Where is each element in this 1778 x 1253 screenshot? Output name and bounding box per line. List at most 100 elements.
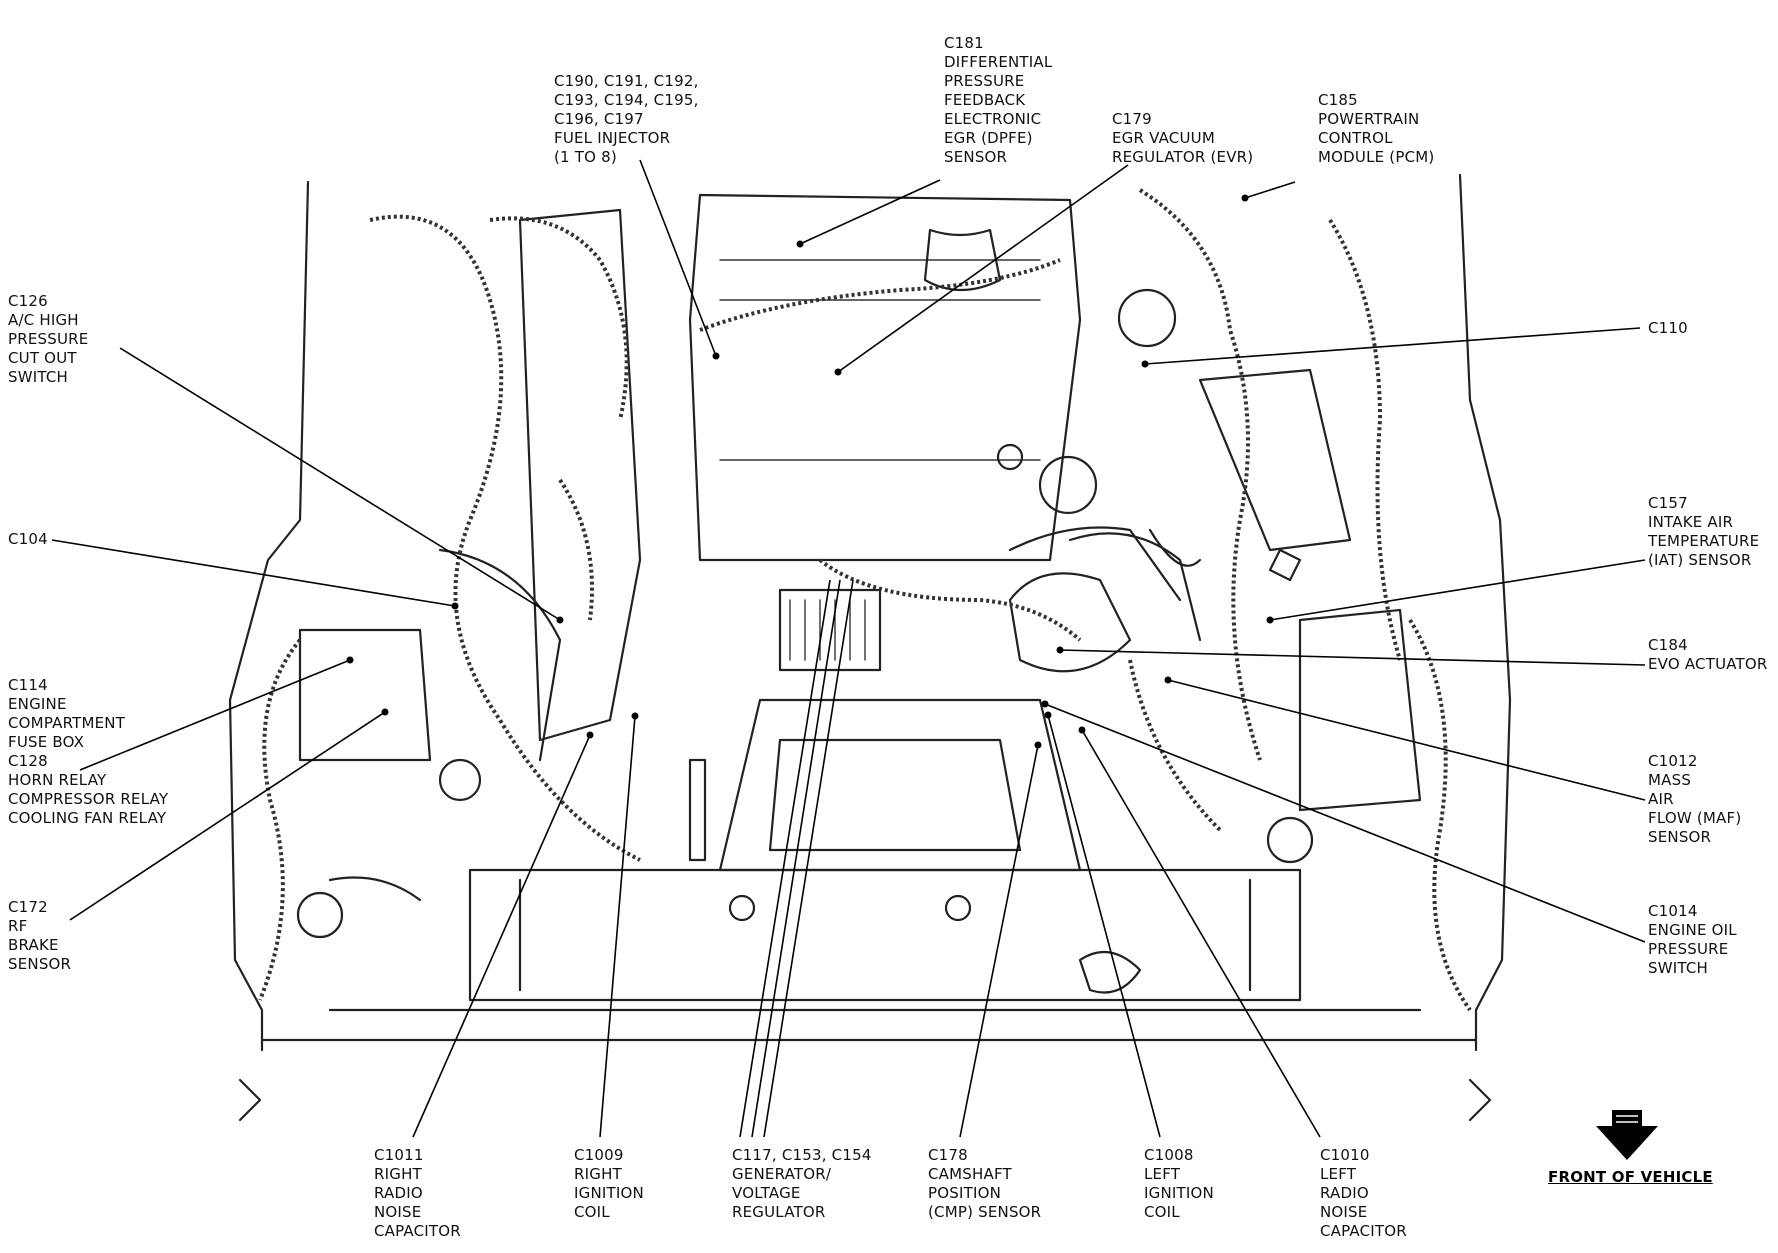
label-line: C157: [1648, 494, 1688, 512]
label-line: REGULATOR (EVR): [1112, 148, 1254, 166]
label-line: C126: [8, 292, 48, 310]
label-line: RADIO: [374, 1184, 423, 1202]
label-line: NOISE: [1320, 1203, 1368, 1221]
label-line: COMPARTMENT: [8, 714, 126, 732]
label-line: FUSE BOX: [8, 733, 85, 751]
label-line: ELECTRONIC: [944, 110, 1042, 128]
label-line: FLOW (MAF): [1648, 809, 1742, 827]
label-line: NOISE: [374, 1203, 422, 1221]
front-arrow-icon: [1596, 1110, 1658, 1160]
label-line: CAMSHAFT: [928, 1165, 1012, 1183]
label-line: POWERTRAIN: [1318, 110, 1420, 128]
label-line: (IAT) SENSOR: [1648, 551, 1752, 569]
label-line: SENSOR: [944, 148, 1008, 166]
label-line: FEEDBACK: [944, 91, 1026, 109]
label-line: C178: [928, 1146, 968, 1164]
label-line: C181: [944, 34, 984, 52]
label-line: EGR (DPFE): [944, 129, 1033, 147]
label-line: RIGHT: [374, 1165, 422, 1183]
label-line: C1012: [1648, 752, 1698, 770]
label-line: RADIO: [1320, 1184, 1369, 1202]
label-line: FUEL INJECTOR: [554, 129, 671, 147]
label-line: C1014: [1648, 902, 1698, 920]
label-line: CAPACITOR: [374, 1222, 461, 1240]
label-line: DIFFERENTIAL: [944, 53, 1053, 71]
label-line: TEMPERATURE: [1648, 532, 1760, 550]
label-line: C1011: [374, 1146, 424, 1164]
label-line: C114: [8, 676, 48, 694]
label-line: COIL: [1144, 1203, 1180, 1221]
label-line: C172: [8, 898, 48, 916]
label-line: COOLING FAN RELAY: [8, 809, 167, 827]
label-line: IGNITION: [1144, 1184, 1214, 1202]
label-line: C1008: [1144, 1146, 1194, 1164]
label-line: COMPRESSOR RELAY: [8, 790, 169, 808]
label-line: MODULE (PCM): [1318, 148, 1435, 166]
label-line: IGNITION: [574, 1184, 644, 1202]
label-line: POSITION: [928, 1184, 1002, 1202]
label-c190-fuel-injectors: C190, C191, C192,C193, C194, C195,C196, …: [554, 72, 699, 167]
label-line: C193, C194, C195,: [554, 91, 699, 109]
label-line: GENERATOR/: [732, 1165, 832, 1183]
label-line: C1009: [574, 1146, 624, 1164]
label-line: ENGINE: [8, 695, 67, 713]
label-line: MASS: [1648, 771, 1692, 789]
label-c104: C104: [8, 530, 48, 549]
label-line: C128: [8, 752, 48, 770]
front-of-vehicle-label: FRONT OF VEHICLE: [1548, 1168, 1713, 1186]
label-line: C190, C191, C192,: [554, 72, 699, 90]
label-line: BRAKE: [8, 936, 59, 954]
label-line: PRESSURE: [944, 72, 1025, 90]
label-line: COIL: [574, 1203, 610, 1221]
label-line: A/C HIGH: [8, 311, 79, 329]
label-line: SWITCH: [1648, 959, 1709, 977]
label-line: C1010: [1320, 1146, 1370, 1164]
label-line: VOLTAGE: [732, 1184, 801, 1202]
label-line: C184: [1648, 636, 1688, 654]
label-line: LEFT: [1320, 1165, 1357, 1183]
hoses: [238, 526, 1492, 1122]
label-line: INTAKE AIR: [1648, 513, 1734, 531]
label-line: C117, C153, C154: [732, 1146, 872, 1164]
label-line: RF: [8, 917, 28, 935]
label-line: ENGINE OIL: [1648, 921, 1737, 939]
label-line: EGR VACUUM: [1112, 129, 1215, 147]
label-line: PRESSURE: [1648, 940, 1729, 958]
label-line: REGULATOR: [732, 1203, 826, 1221]
label-c110: C110: [1648, 319, 1688, 338]
leader-lines: [51, 159, 1646, 1138]
label-line: CUT OUT: [8, 349, 77, 367]
label-line: SENSOR: [1648, 828, 1712, 846]
label-line: C196, C197: [554, 110, 644, 128]
label-line: PRESSURE: [8, 330, 89, 348]
engine-block: [518, 193, 1202, 872]
label-line: CONTROL: [1318, 129, 1393, 147]
label-line: AIR: [1648, 790, 1674, 808]
label-line: (CMP) SENSOR: [928, 1203, 1042, 1221]
label-line: (1 TO 8): [554, 148, 617, 166]
label-line: C185: [1318, 91, 1358, 109]
label-line: LEFT: [1144, 1165, 1181, 1183]
label-line: C179: [1112, 110, 1152, 128]
label-line: C104: [8, 530, 48, 548]
label-line: SWITCH: [8, 368, 69, 386]
label-line: RIGHT: [574, 1165, 622, 1183]
label-line: CAPACITOR: [1320, 1222, 1407, 1240]
